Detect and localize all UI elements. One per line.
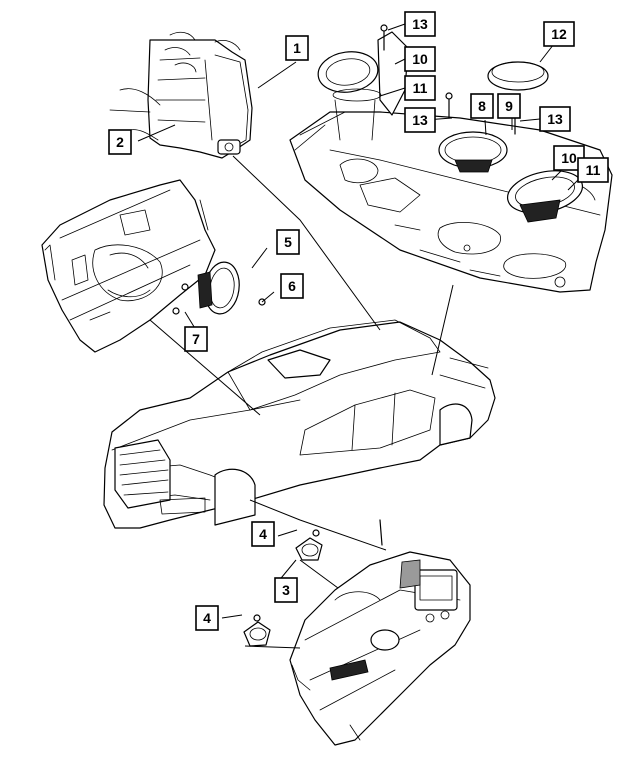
- callout-13-right: 13: [539, 106, 571, 132]
- vehicle-body: [103, 319, 496, 529]
- callout-11-lower: 11: [577, 157, 609, 183]
- callout-4-upper-label: 4: [259, 526, 267, 542]
- callout-2-label: 2: [116, 134, 124, 150]
- callout-8-label: 8: [478, 98, 486, 114]
- callout-12: 12: [543, 21, 575, 47]
- callout-4-lower-label: 4: [203, 610, 211, 626]
- callout-4-lower: 4: [195, 605, 219, 631]
- door-speaker: [172, 261, 266, 315]
- callout-11-upper-label: 11: [413, 80, 428, 96]
- callout-3: 3: [274, 577, 298, 603]
- rear-speaker-right: [506, 170, 584, 223]
- callout-2: 2: [108, 129, 132, 155]
- callout-5: 5: [276, 229, 300, 255]
- callout-9-label: 9: [505, 98, 513, 114]
- callout-13-middle-label: 13: [412, 112, 428, 128]
- amplifier-assembly: [109, 31, 253, 159]
- callout-5-label: 5: [284, 234, 292, 250]
- callout-7: 7: [184, 326, 208, 352]
- callout-9: 9: [497, 93, 521, 119]
- rear-tweeter-grille: [487, 61, 549, 91]
- callout-6: 6: [280, 273, 304, 299]
- callout-10-lower: 10: [553, 145, 585, 171]
- callout-13-right-label: 13: [547, 111, 563, 127]
- rear-speaker-center: [438, 131, 508, 173]
- callout-10-upper-label: 10: [412, 51, 428, 67]
- callout-12-label: 12: [551, 26, 567, 42]
- callout-1-label: 1: [293, 40, 301, 56]
- callout-10-lower-label: 10: [561, 150, 577, 166]
- instrument-panel: [289, 519, 471, 746]
- callout-11-lower-label: 11: [586, 162, 601, 178]
- callout-8: 8: [470, 93, 494, 119]
- callout-6-label: 6: [288, 278, 296, 294]
- callout-13-top-label: 13: [412, 16, 428, 32]
- callout-4-upper: 4: [251, 521, 275, 547]
- callout-13-top: 13: [404, 11, 436, 37]
- callout-10-upper: 10: [404, 46, 436, 72]
- callout-1: 1: [285, 35, 309, 61]
- callout-11-upper: 11: [404, 75, 436, 101]
- callout-3-label: 3: [282, 582, 290, 598]
- callout-13-middle: 13: [404, 107, 436, 133]
- dash-tweeter-left: [243, 614, 271, 647]
- callout-7-label: 7: [192, 331, 200, 347]
- rear-speaker-left: [317, 31, 409, 141]
- dash-tweeter-right: [295, 529, 323, 561]
